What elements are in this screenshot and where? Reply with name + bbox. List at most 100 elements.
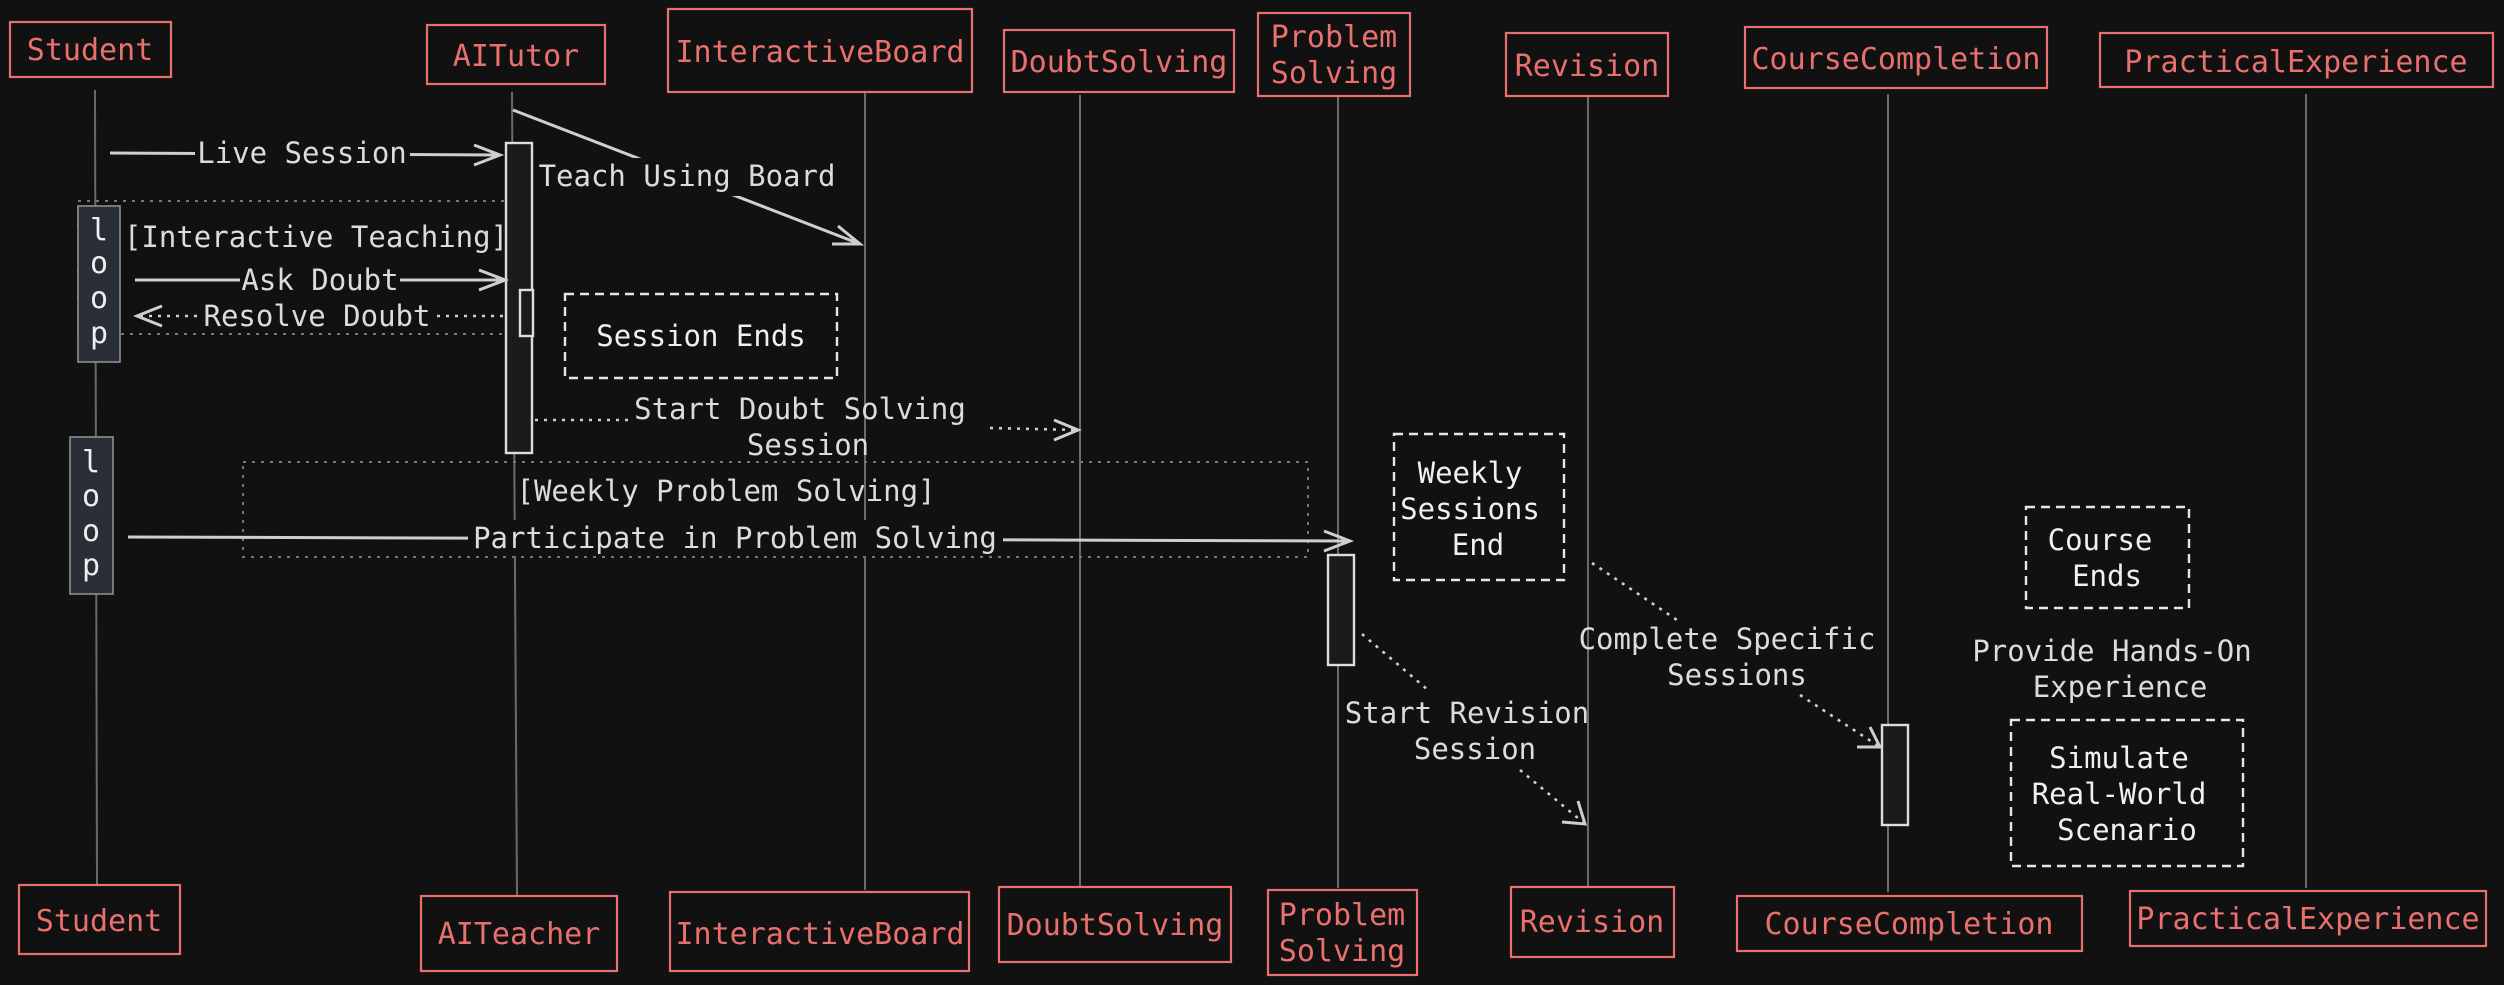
note-box	[2009, 718, 2245, 868]
arrowhead	[1561, 800, 1588, 826]
message-label: Session	[1414, 732, 1536, 766]
note-box	[563, 292, 839, 380]
loop-box	[242, 461, 1309, 558]
activation-problemsolving	[1326, 553, 1356, 667]
loop-tag-letter: p	[82, 548, 100, 583]
message-label: Sessions	[1667, 658, 1807, 692]
arrowhead	[132, 304, 163, 328]
note-weekly-sessions-end: Weekly Sessions End	[1392, 432, 1566, 582]
actor-label: Problem	[1271, 20, 1397, 55]
message-provide-hands-on: Provide Hands-On Experience	[1972, 634, 2251, 704]
actor-revision-bottom: Revision	[1509, 885, 1676, 959]
message-participate-problem-solving: Participate in Problem Solving	[127, 520, 1355, 556]
actor-label: Revision	[1515, 49, 1660, 84]
arrowhead	[832, 224, 865, 246]
arrowhead	[1857, 726, 1883, 749]
activation-aitutor-nested	[518, 288, 535, 338]
actor-label: AITutor	[453, 39, 579, 74]
actor-label: AITeacher	[438, 917, 601, 952]
actor-label: DoubtSolving	[1011, 45, 1228, 80]
actor-box	[419, 894, 619, 973]
actor-aitutor-top: AITutor	[425, 23, 607, 86]
actor-box	[1735, 894, 2084, 953]
actor-label: CourseCompletion	[1765, 907, 2054, 942]
message-line	[1361, 633, 1429, 691]
message-label: Complete Specific	[1579, 622, 1876, 656]
message-label: Resolve Doubt	[204, 299, 431, 333]
message-start-doubt-solving: Start Doubt Solving Session	[535, 392, 1082, 462]
label-background	[195, 135, 410, 171]
actor-interactiveboard-top: InteractiveBoard	[666, 7, 974, 94]
label-background	[468, 520, 1003, 556]
actor-aiteacher-bottom: AITeacher	[419, 894, 619, 973]
loop-frame-weekly-problem-solving: l o o p [Weekly Problem Solving]	[69, 436, 1309, 595]
actor-student-bottom: Student	[17, 883, 182, 956]
actor-problemsolving-top: Problem Solving	[1256, 11, 1412, 98]
actor-box	[1266, 888, 1419, 977]
actor-box	[1509, 885, 1676, 959]
actor-label: Student	[36, 904, 162, 939]
actor-doubtsolving-top: DoubtSolving	[1002, 28, 1236, 94]
message-complete-specific-sessions: Complete Specific Sessions	[1579, 561, 1883, 749]
note-text: Scenario	[2057, 813, 2197, 847]
activations	[504, 141, 1910, 827]
note-text: Weekly	[1418, 456, 1523, 490]
actor-label: Solving	[1271, 56, 1397, 91]
lifelines	[94, 89, 2307, 896]
arrowhead	[478, 268, 510, 292]
actor-label: Problem	[1279, 898, 1405, 933]
message-label: Ask Doubt	[241, 263, 398, 297]
actor-label: PracticalExperience	[2124, 45, 2467, 80]
actor-label: Solving	[1279, 934, 1405, 969]
loop-tag-letter: o	[90, 281, 108, 316]
actor-student-top: Student	[8, 20, 173, 79]
actor-box	[1256, 11, 1412, 98]
activation-coursecompletion	[1880, 723, 1910, 827]
actor-doubtsolving-bottom: DoubtSolving	[997, 885, 1233, 964]
actors-top: Student AITutor InteractiveBoard DoubtSo…	[8, 7, 2495, 98]
message-label: Session	[747, 428, 869, 462]
loop-tag-letter: p	[90, 316, 108, 351]
loop-tag-letter: o	[82, 514, 100, 549]
message-resolve-doubt: Resolve Doubt	[132, 299, 503, 333]
actor-label: InteractiveBoard	[676, 35, 965, 70]
note-text: Real-World	[2032, 777, 2207, 811]
actor-coursecompletion-top: CourseCompletion	[1743, 25, 2049, 90]
note-text: Ends	[2072, 559, 2142, 593]
message-label: Start Revision	[1345, 696, 1589, 730]
loop-tag-letter: l	[90, 213, 108, 248]
actor-label: DoubtSolving	[1007, 908, 1224, 943]
actor-practicalexperience-bottom: PracticalExperience	[2128, 889, 2488, 948]
loop-frame-interactive-teaching: l o o p [Interactive Teaching]	[77, 200, 517, 363]
message-start-revision: Start Revision Session	[1345, 633, 1589, 826]
loop-tag-letter: l	[82, 445, 100, 480]
message-label: Participate in Problem Solving	[473, 521, 997, 555]
actor-label: Revision	[1520, 905, 1665, 940]
loop-tag-letter: o	[82, 479, 100, 514]
message-line	[1591, 561, 1681, 624]
message-label: Provide Hands-On	[1972, 634, 2251, 668]
note-text: Session Ends	[596, 319, 806, 353]
message-label: Experience	[2033, 670, 2208, 704]
actor-label: Student	[27, 33, 153, 68]
actor-problemsolving-bottom: Problem Solving	[1266, 888, 1419, 977]
note-simulate-real-world-scenario: Simulate Real-World Scenario	[2009, 718, 2245, 868]
arrowhead	[473, 143, 505, 167]
message-live-session: Live Session	[109, 135, 505, 171]
arrowhead	[1053, 418, 1082, 442]
actor-box	[8, 20, 173, 79]
note-text: Course	[2048, 523, 2153, 557]
actor-box	[1002, 28, 1236, 94]
actor-coursecompletion-bottom: CourseCompletion	[1735, 894, 2084, 953]
actor-box	[1504, 31, 1670, 98]
label-background	[240, 263, 400, 297]
note-session-ends: Session Ends	[563, 292, 839, 380]
message-label: Teach Using Board	[539, 159, 836, 193]
note-box	[2024, 505, 2191, 610]
message-line	[1519, 769, 1586, 825]
message-ask-doubt: Ask Doubt	[135, 263, 510, 297]
note-course-ends: Course Ends	[2024, 505, 2191, 610]
actor-label: PracticalExperience	[2136, 902, 2479, 937]
loop-tag	[77, 205, 121, 363]
